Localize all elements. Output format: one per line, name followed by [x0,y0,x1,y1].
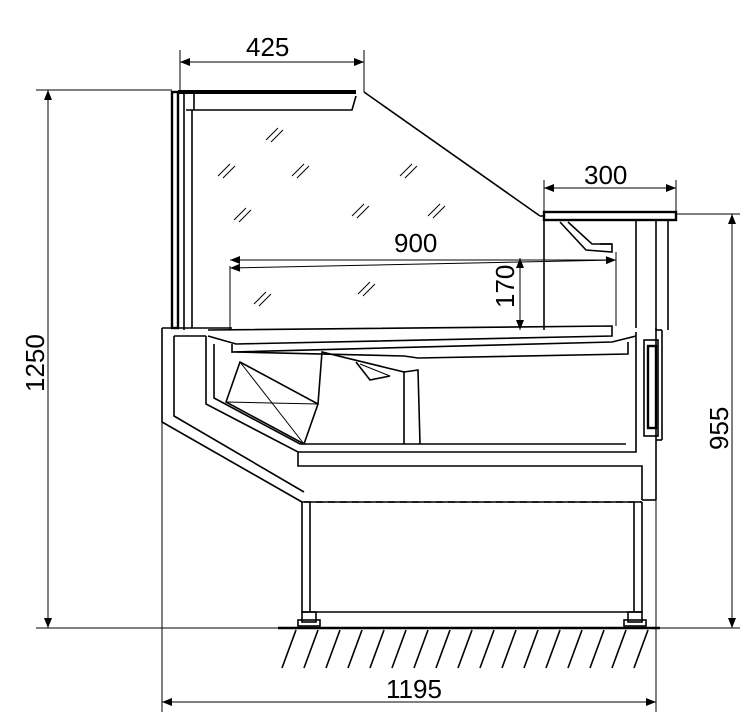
dim-300-label: 300 [584,160,627,190]
glass-canopy [170,90,544,330]
dim-top-width: 425 [179,32,365,92]
dim-display-height: 170 [490,258,524,330]
dim-1250-label: 1250 [20,334,50,392]
dim-955-label: 955 [704,407,734,450]
floor-hatching [278,626,660,669]
display-deck [207,325,637,359]
dim-425-label: 425 [246,32,289,62]
dim-170-label: 170 [490,265,520,308]
dim-900-label: 900 [394,228,437,258]
glass-reflection-marks [217,127,446,307]
rear-shelf [542,210,678,330]
evaporator-unit [225,350,421,446]
dim-1195-label: 1195 [386,674,442,704]
dim-total-width: 1195 [161,422,657,712]
dim-counter-height: 955 [646,213,740,629]
dim-display-depth: 900 [229,228,617,330]
base-frame [297,501,647,627]
dim-shelf-width: 300 [543,160,677,212]
dim-total-height: 1250 [20,89,300,629]
